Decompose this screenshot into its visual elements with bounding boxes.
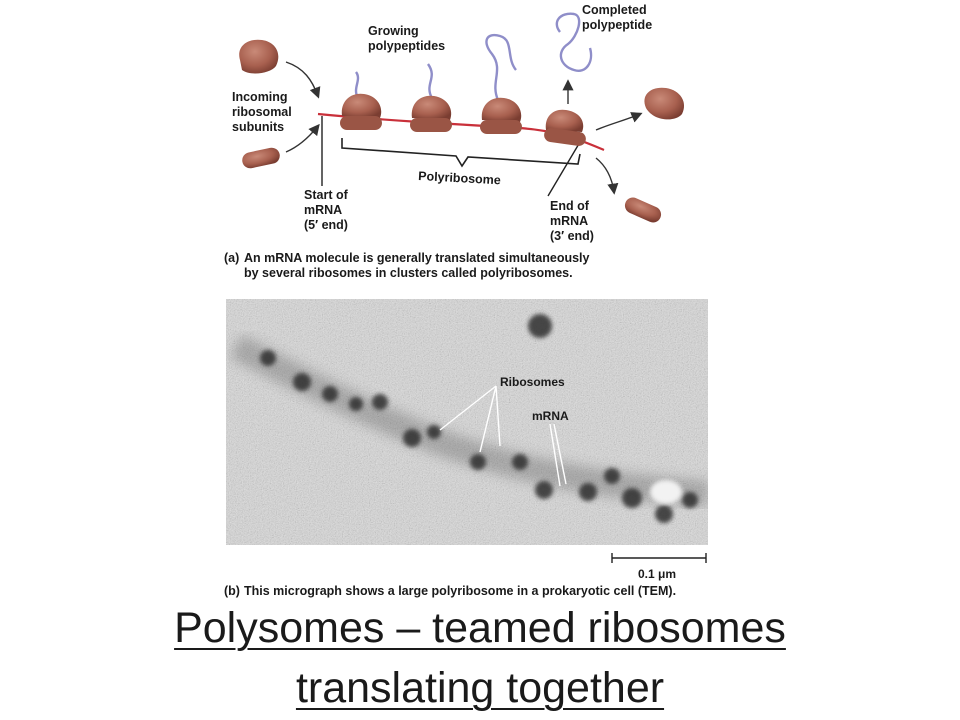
- polypeptide-2: [426, 63, 434, 99]
- slide-title-line-2: translating together: [295, 664, 665, 712]
- released-small-subunit: [624, 197, 662, 223]
- released-large-subunit: [644, 87, 685, 120]
- end-mrna-tick: [547, 141, 581, 197]
- ribosome-2: [410, 95, 452, 132]
- ribosomes-label: Ribosomes: [500, 375, 565, 389]
- micrograph-ribosomes: [260, 314, 698, 523]
- growing-label: Growing polypeptides: [368, 24, 445, 53]
- release-arrow-bottom: [595, 157, 619, 195]
- micrograph-pointers: [439, 385, 567, 487]
- completed-polypeptide: [555, 12, 593, 72]
- ribosome-4: [544, 109, 586, 146]
- ribosome-3: [480, 97, 522, 134]
- incoming-arrow-top: [285, 61, 321, 99]
- polypeptide-3: [485, 33, 517, 101]
- mrna-label: mRNA: [532, 409, 569, 423]
- caption-a: An mRNA molecule is generally translated…: [244, 251, 593, 280]
- incoming-large-subunit: [239, 39, 279, 74]
- diagram-a: Incoming ribosomal subunits Growing poly…: [224, 3, 685, 280]
- incoming-small-subunit: [242, 147, 280, 169]
- polyribosome-figure: Incoming ribosomal subunits Growing poly…: [224, 3, 708, 598]
- polyribosome-brace: [341, 138, 581, 168]
- incoming-arrow-bottom: [285, 123, 320, 153]
- release-arrow-top: [595, 112, 643, 131]
- scale-bar-label: 0.1 μm: [638, 567, 676, 581]
- incoming-label: Incoming ribosomal subunits: [232, 90, 295, 134]
- completed-label: Completed polypeptide: [582, 3, 652, 32]
- scale-bar: [611, 553, 707, 563]
- caption-b-tag: (b): [224, 584, 240, 598]
- micrograph-b: Ribosomes mRNA 0.1 μm (b) This micrograp…: [224, 299, 708, 598]
- slide-title-line-1: Polysomes – teamed ribosomes: [174, 604, 786, 652]
- slide-title: Polysomes – teamed ribosomes translating…: [0, 598, 960, 718]
- caption-b: This micrograph shows a large polyriboso…: [244, 584, 676, 598]
- polyribosome-label: Polyribosome: [418, 169, 501, 187]
- start-mrna-label: Start of mRNA (5′ end): [304, 188, 351, 232]
- caption-a-tag: (a): [224, 251, 239, 265]
- end-mrna-label: End of mRNA (3′ end): [550, 199, 594, 243]
- ribosome-1: [340, 93, 382, 130]
